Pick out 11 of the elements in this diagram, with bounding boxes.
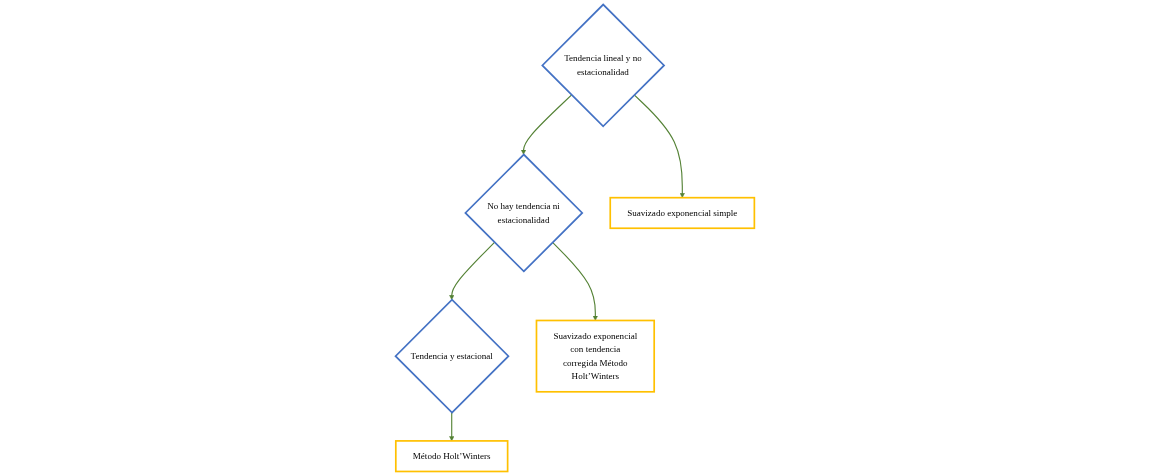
node-box: Suavizado exponencial con tendencia corregida Método Holt’Winters — [535, 319, 656, 393]
node-diamond: Tendencia y estacional — [394, 298, 510, 414]
node-box: Suavizado exponencial simple — [609, 196, 756, 230]
arrow — [449, 412, 455, 442]
arrow — [633, 94, 685, 198]
node-diamond: Tendencia lineal y no estacionalidad — [541, 3, 666, 128]
arrow — [552, 241, 598, 321]
arrow — [449, 241, 496, 300]
node-box: Método Holt’Winters — [395, 440, 509, 473]
arrow — [521, 94, 573, 155]
node-diamond: No hay tendencia ni estacionalidad — [464, 153, 584, 273]
